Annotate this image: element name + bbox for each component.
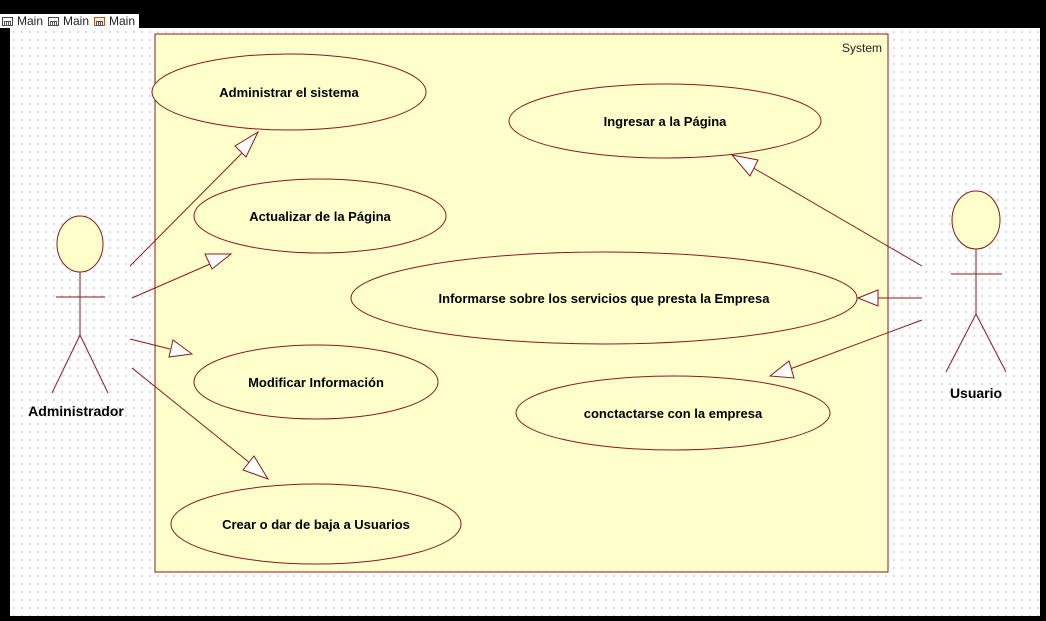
association-line: [131, 367, 251, 464]
use-case-label: Informarse sobre los servicios que prest…: [439, 291, 771, 306]
use-case-informarse[interactable]: Informarse sobre los servicios que prest…: [350, 251, 858, 345]
use-case-label: Modificar Información: [248, 375, 384, 390]
tab-label: Main: [109, 14, 136, 28]
use-case-label: Crear o dar de baja a Usuarios: [222, 517, 410, 532]
use-case-diagram-icon: [94, 16, 105, 26]
actor-label-administrador: Administrador: [28, 403, 124, 419]
class-diagram-icon: [48, 16, 59, 26]
association-line: [129, 149, 246, 267]
use-case-diagram: System Administrador Usuario Administrar…: [28, 33, 1007, 573]
association-line: [789, 319, 923, 370]
class-diagram-icon: [2, 16, 13, 26]
actor-administrador[interactable]: [51, 215, 109, 394]
association-line: [749, 165, 923, 267]
use-case-modificar[interactable]: Modificar Información: [193, 344, 439, 420]
tab-main-2[interactable]: Main: [46, 14, 94, 28]
arrowhead-icon: [168, 339, 194, 358]
tab-label: Main: [17, 14, 44, 28]
use-case-crear[interactable]: Crear o dar de baja a Usuarios: [170, 483, 462, 565]
use-case-contactar[interactable]: conctactarse con la empresa: [515, 375, 831, 451]
arrowhead-icon: [234, 130, 260, 158]
arrowhead-icon: [856, 289, 879, 307]
system-label: System: [842, 41, 882, 55]
tab-label: Main: [63, 14, 90, 28]
actor-label-usuario: Usuario: [950, 385, 1002, 401]
arrowhead-icon: [204, 253, 233, 270]
arrowhead-icon: [242, 455, 270, 480]
association-line: [129, 338, 171, 350]
diagram-canvas[interactable]: System Administrador Usuario Administrar…: [10, 28, 1040, 616]
use-case-ingresar[interactable]: Ingresar a la Página: [508, 83, 822, 159]
use-case-actualizar[interactable]: Actualizar de la Página: [193, 178, 447, 254]
tab-main-1[interactable]: Main: [0, 14, 48, 28]
use-case-label: conctactarse con la empresa: [584, 406, 763, 421]
use-case-label: Actualizar de la Página: [249, 209, 391, 224]
tab-bar: Main Main Main: [0, 0, 1046, 28]
use-case-label: Ingresar a la Página: [604, 114, 728, 129]
association-line: [131, 260, 218, 299]
tab-main-3[interactable]: Main: [92, 14, 140, 28]
arrowhead-icon: [768, 360, 795, 379]
use-case-administrar[interactable]: Administrar el sistema: [151, 53, 427, 131]
use-case-label: Administrar el sistema: [219, 85, 359, 100]
arrowhead-icon: [730, 154, 759, 177]
actor-usuario[interactable]: [945, 190, 1007, 373]
